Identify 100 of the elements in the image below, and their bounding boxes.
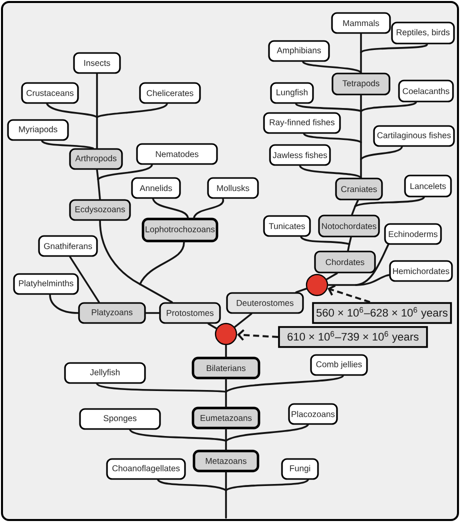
clade-box: Deuterostomes: [226, 292, 304, 314]
tree-branch: [360, 141, 362, 160]
clade-box: Ecdysozoans: [69, 199, 131, 221]
taxon-box: Tunicates: [263, 215, 311, 237]
taxon-box: Myriapods: [7, 119, 69, 141]
taxon-box: Hemichordates: [389, 260, 453, 282]
tree-branch: [360, 101, 417, 112]
taxon-box: Insects: [73, 52, 121, 74]
tree-branch: [360, 94, 362, 112]
tree-branch: [225, 424, 309, 442]
tree-branch: [225, 428, 227, 442]
tree-branch: [96, 116, 98, 150]
clade-box: Platyzoans: [78, 302, 146, 324]
tree-branch: [193, 198, 224, 219]
taxon-box: Jellyfish: [64, 362, 146, 384]
taxon-box: Choanoflagellates: [106, 458, 186, 480]
taxon-box: Placozoans: [288, 403, 338, 425]
tree-branch: [348, 236, 352, 246]
tree-branch: [96, 382, 227, 393]
tree-branch: [360, 146, 403, 160]
taxon-box: Mollusks: [207, 177, 259, 199]
clade-box: Arthropods: [69, 148, 123, 170]
taxon-box: Amphibians: [268, 40, 330, 62]
tree-branch: [300, 236, 350, 246]
tree-branch: [129, 428, 227, 442]
taxon-box: Jawless fishes: [269, 144, 331, 166]
taxon-box: Gnathiferans: [38, 235, 98, 257]
tree-branch: [225, 440, 227, 451]
tree-branch: [234, 312, 252, 328]
tree-branch: [225, 471, 227, 492]
tree-branch: [302, 60, 362, 74]
clade-box: Craniates: [335, 178, 383, 200]
clade-box: Bilaterians: [192, 356, 260, 380]
taxon-box: Echinoderms: [384, 223, 442, 245]
tree-branch: [225, 344, 227, 358]
dashed-arrow: [237, 329, 278, 341]
tree-branch: [299, 164, 362, 179]
tree-branch: [360, 158, 362, 179]
date-box: 560 × 10$^{6}$–628 × 10$^{6}$ years: [312, 302, 452, 324]
taxon-box: Chelicerates: [139, 82, 201, 104]
clade-box: Eumetazoans: [192, 406, 260, 430]
tree-branch: [225, 378, 227, 393]
taxon-box: Fungi: [281, 458, 319, 480]
tree-branch: [355, 274, 390, 286]
taxon-box: Lungfish: [270, 82, 314, 104]
clade-box: Protostomes: [159, 302, 221, 324]
tree-branch: [360, 110, 362, 144]
tree-branch: [96, 72, 98, 118]
tree-branch: [347, 243, 350, 252]
clade-box: Notochordates: [318, 214, 380, 238]
taxon-box: Coelacanths: [398, 80, 454, 102]
taxon-box: Reptiles, birds: [391, 22, 455, 44]
tree-branch: [351, 205, 356, 216]
taxon-box: Comb jellies: [310, 354, 368, 376]
tree-branch: [225, 478, 309, 492]
tree-branch: [303, 132, 362, 144]
taxon-box: Nematodes: [136, 143, 218, 165]
tree-branch: [69, 256, 100, 304]
tree-branch: [49, 294, 80, 314]
clade-box: Metazoans: [192, 450, 260, 472]
tree-branch: [152, 198, 189, 219]
tree-branch: [354, 199, 359, 208]
taxon-box: Cartilaginous fishes: [373, 125, 455, 147]
date-box: 610 × 10$^{6}$–739 × 10$^{6}$ years: [278, 326, 428, 348]
tree-branch: [96, 102, 168, 118]
tree-branch: [360, 32, 362, 54]
taxon-box: Annelids: [131, 177, 181, 199]
tree-branch: [326, 272, 338, 280]
tree-branch: [208, 322, 218, 330]
tree-branch: [144, 312, 160, 314]
taxon-box: Lancelets: [404, 174, 452, 198]
taxon-box: Platyhelminths: [13, 273, 79, 295]
tree-branch: [97, 178, 101, 200]
tree-branch: [225, 390, 227, 408]
taxon-box: Crustaceans: [21, 82, 79, 104]
tree-branch: [295, 102, 362, 112]
tree-branch: [354, 196, 425, 208]
tree-branch: [157, 478, 227, 492]
tree-branch: [327, 284, 357, 286]
tree-branch: [295, 288, 308, 294]
branch-point-dot: [214, 322, 238, 346]
tree-branch: [99, 220, 141, 286]
tree-branch: [96, 168, 99, 180]
tree-branch: [360, 43, 428, 54]
branch-point-dot: [306, 274, 328, 296]
tree-branch: [46, 102, 98, 118]
tree-branch: [41, 140, 94, 150]
clade-box: Tetrapods: [332, 72, 390, 96]
tree-branch: [360, 51, 362, 74]
taxon-box: Sponges: [79, 408, 161, 430]
tree-branch: [225, 489, 227, 519]
taxon-box: Ray-finned fishes: [263, 112, 341, 134]
clade-box: Lophotrochozoans: [142, 218, 218, 242]
tree-branch: [139, 241, 185, 286]
tree-branch: [139, 283, 173, 304]
taxon-box: Mammals: [331, 12, 391, 34]
tree-branch: [225, 374, 344, 393]
clade-box: Chordates: [314, 250, 376, 274]
tree-branch: [97, 164, 153, 180]
dashed-arrow: [328, 284, 370, 304]
